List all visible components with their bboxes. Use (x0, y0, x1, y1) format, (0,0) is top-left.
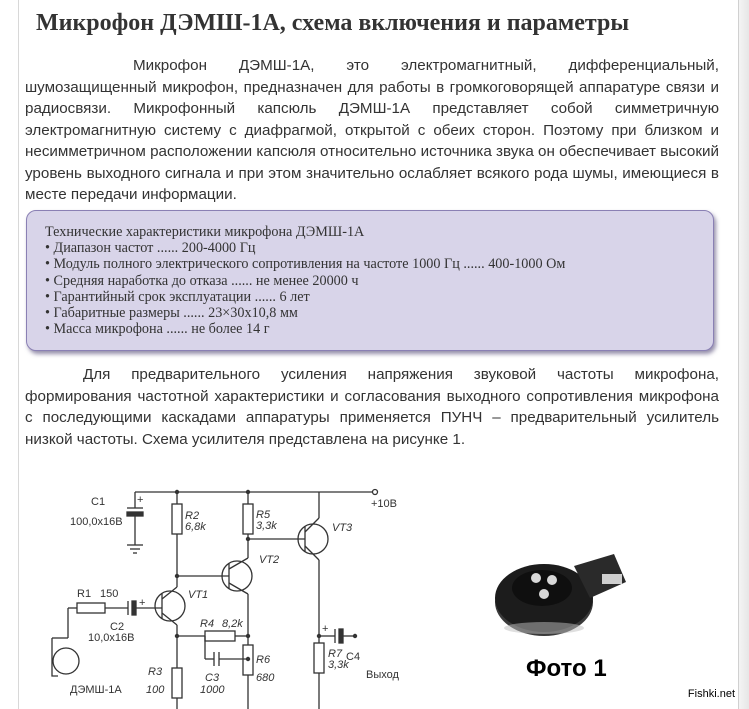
photo-caption: Фото 1 (526, 655, 607, 682)
c3-label: C3 (205, 672, 220, 684)
c2-value: 10,0x16В (88, 632, 134, 644)
c4-label: C4 (346, 651, 360, 663)
c2-label: C2 (110, 621, 124, 633)
r6-value: 680 (256, 672, 275, 684)
spec-item-frequency: • Диапазон частот ...... 200-4000 Гц (45, 240, 256, 257)
r1-value: 150 (100, 588, 118, 600)
intro-paragraph: Микрофон ДЭМШ-1А, это электромагнитный, … (25, 55, 719, 206)
microphone-photo (495, 554, 626, 636)
r6-label: R6 (256, 654, 271, 666)
spec-item-mtbf: • Средняя наработка до отказа ...... не … (45, 272, 359, 289)
spec-item-warranty: • Гарантийный срок эксплуатации ...... 6… (45, 288, 310, 305)
c2-polarity: + (139, 597, 145, 609)
r1-label: R1 (77, 588, 91, 600)
r4-label: R4 (200, 618, 214, 630)
c4-polarity: + (322, 623, 328, 635)
supply-label: +10В (371, 498, 397, 510)
preamp-text: Для предварительного усиления напряжения… (25, 366, 719, 448)
c1-value: 100,0x16В (70, 516, 123, 528)
preamp-paragraph: Для предварительного усиления напряжения… (25, 364, 719, 450)
r2-label: R2 (185, 510, 199, 522)
r3-value: 100 (146, 684, 165, 696)
mic-label: ДЭМШ-1А (70, 684, 122, 696)
vt1-label: VT1 (188, 589, 208, 601)
output-label: Выход (366, 669, 399, 681)
vt2-label: VT2 (259, 554, 279, 566)
intro-text: Микрофон ДЭМШ-1А, это электромагнитный, … (25, 57, 719, 203)
r4-value: 8,2k (222, 618, 243, 630)
amplifier-schematic: C1 100,0x16В + R1 150 C2 10,0x16В + R2 6… (51, 488, 399, 709)
spec-item-dimensions: • Габаритные размеры ...... 23×30х10,8 м… (45, 305, 298, 322)
c1-polarity: + (137, 494, 143, 506)
vt3-label: VT3 (332, 522, 353, 534)
spec-item-impedance: • Модуль полного электрического сопротив… (45, 256, 566, 273)
r3-label: R3 (148, 666, 163, 678)
article-title: Микрофон ДЭМШ-1А, схема включения и пара… (36, 10, 630, 36)
scrollbar[interactable] (738, 0, 749, 709)
watermark: Fishki.net (687, 688, 735, 700)
c1-label: C1 (91, 496, 105, 508)
specs-box: Технические характеристики микрофона ДЭМ… (26, 210, 714, 351)
c3-value: 1000 (200, 684, 225, 696)
r7-value: 3,3k (328, 659, 349, 671)
spec-item-mass: • Масса микрофона ...... не более 14 г (45, 321, 270, 338)
r2-value: 6,8k (185, 521, 206, 533)
specs-heading: Технические характеристики микрофона ДЭМ… (45, 224, 365, 240)
r7-label: R7 (328, 648, 343, 660)
left-page-margin (0, 0, 19, 709)
r5-label: R5 (256, 509, 271, 521)
r5-value: 3,3k (256, 520, 277, 532)
